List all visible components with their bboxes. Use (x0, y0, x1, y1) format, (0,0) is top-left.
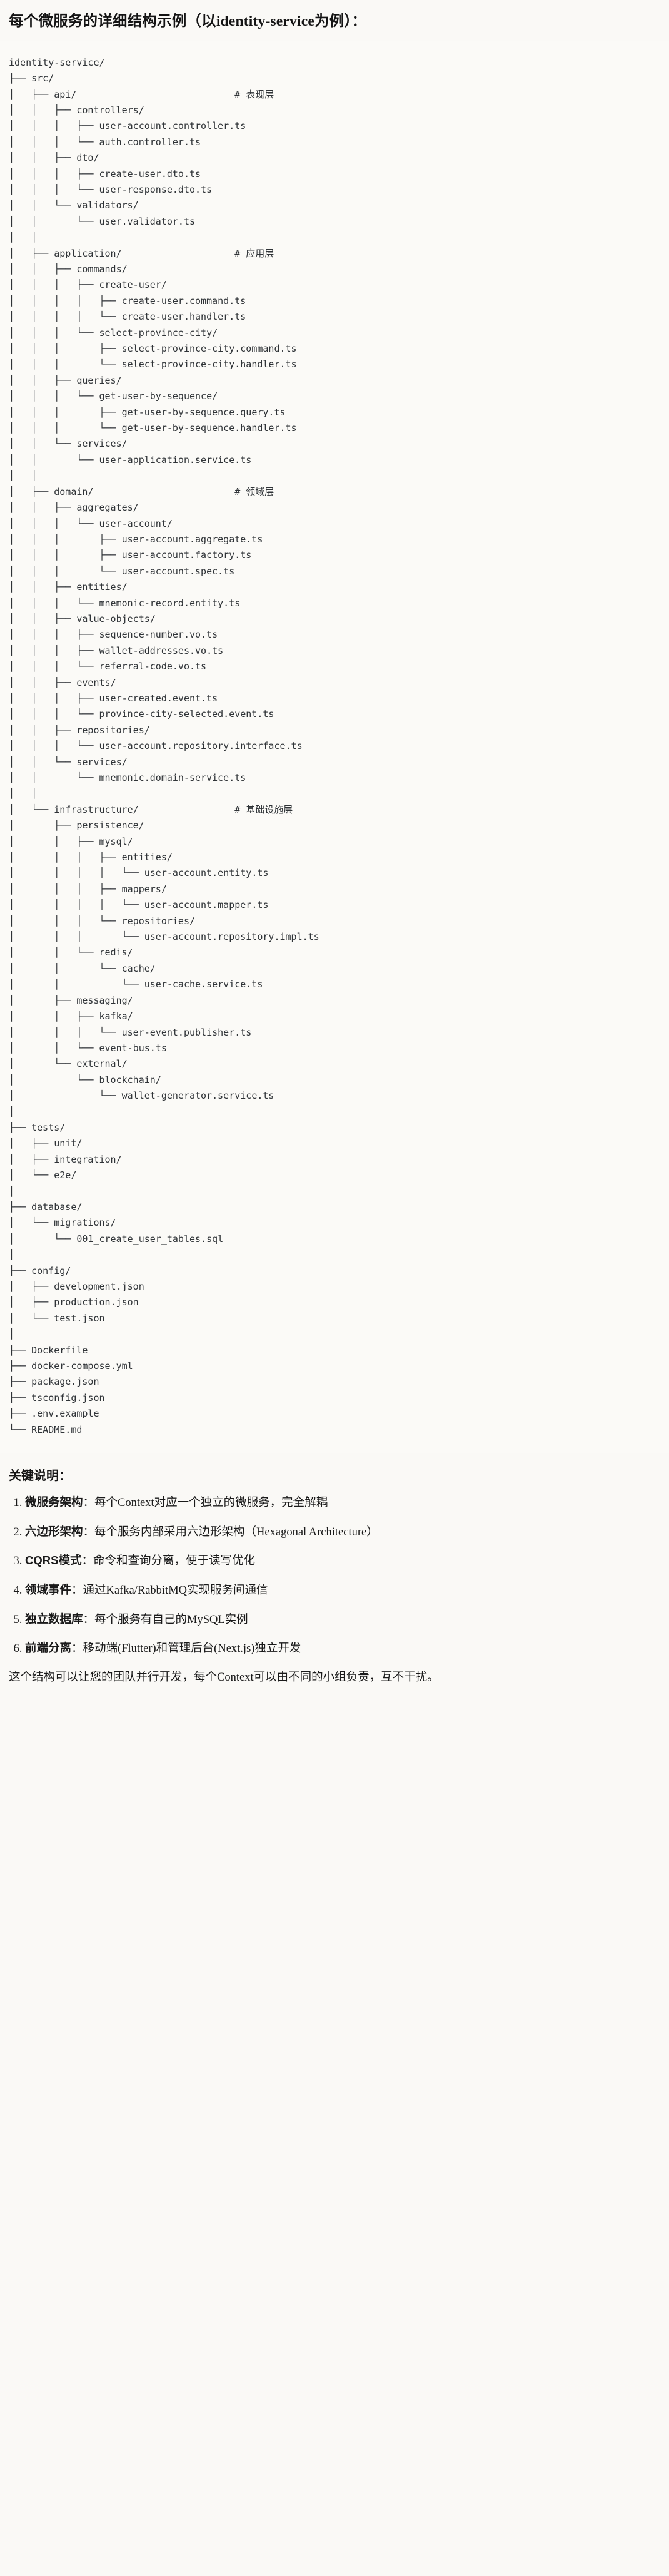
key-notes-heading: 关键说明： (9, 1469, 71, 1484)
bottom-spacer (9, 1688, 660, 1696)
document-header: 每个微服务的详细结构示例（以identity-service为例）： (0, 0, 669, 41)
note-description: 通过Kafka/RabbitMQ实现服务间通信 (83, 1584, 268, 1597)
note-description: 每个服务内部采用六边形架构（Hexagonal Architecture） (94, 1525, 378, 1539)
list-item: 领域事件：通过Kafka/RabbitMQ实现服务间通信 (25, 1581, 660, 1600)
note-description: 移动端(Flutter)和管理后台(Next.js)独立开发 (83, 1642, 301, 1656)
page-title: 每个微服务的详细结构示例（以identity-service为例）： (9, 11, 660, 32)
note-separator: ： (83, 1613, 95, 1626)
note-term: 独立数据库 (25, 1612, 83, 1626)
closing-paragraph: 这个结构可以让您的团队并行开发，每个Context可以由不同的小组负责，互不干扰… (9, 1671, 439, 1684)
note-description: 命令和查询分离，便于读写优化 (93, 1555, 255, 1568)
page-title-prefix: 每个微服务的详细结构示例（以 (9, 13, 216, 29)
list-item: 六边形架构：每个服务内部采用六边形架构（Hexagonal Architectu… (25, 1523, 660, 1542)
document-page: 每个微服务的详细结构示例（以identity-service为例）： ident… (0, 0, 669, 1703)
note-term: 六边形架构 (25, 1524, 83, 1538)
directory-tree-block: identity-service/ ├── src/ │ ├── api/ # … (0, 41, 669, 1454)
note-separator: ： (71, 1642, 83, 1656)
note-term: 前端分离 (25, 1641, 72, 1655)
note-separator: ： (81, 1555, 93, 1568)
page-title-service-name: identity-service (216, 13, 315, 29)
note-term: 微服务架构 (25, 1495, 83, 1509)
key-notes-section: 关键说明： 微服务架构：每个Context对应一个独立的微服务，完全解耦 六边形… (0, 1453, 669, 1703)
list-item: 微服务架构：每个Context对应一个独立的微服务，完全解耦 (25, 1494, 660, 1512)
list-item: CQRS模式：命令和查询分离，便于读写优化 (25, 1552, 660, 1571)
note-separator: ： (83, 1497, 95, 1510)
note-separator: ： (71, 1584, 83, 1597)
note-separator: ： (83, 1525, 95, 1539)
page-title-suffix: 为例）： (314, 13, 367, 29)
key-notes-list: 微服务架构：每个Context对应一个独立的微服务，完全解耦 六边形架构：每个服… (9, 1494, 660, 1658)
note-description: 每个Context对应一个独立的微服务，完全解耦 (94, 1497, 328, 1510)
list-item: 独立数据库：每个服务有自己的MySQL实例 (25, 1611, 660, 1629)
note-term: 领域事件 (25, 1583, 72, 1597)
note-description: 每个服务有自己的MySQL实例 (94, 1613, 248, 1626)
directory-tree: identity-service/ ├── src/ │ ├── api/ # … (9, 56, 319, 1435)
list-item: 前端分离：移动端(Flutter)和管理后台(Next.js)独立开发 (25, 1639, 660, 1658)
note-term: CQRS模式 (25, 1554, 82, 1567)
